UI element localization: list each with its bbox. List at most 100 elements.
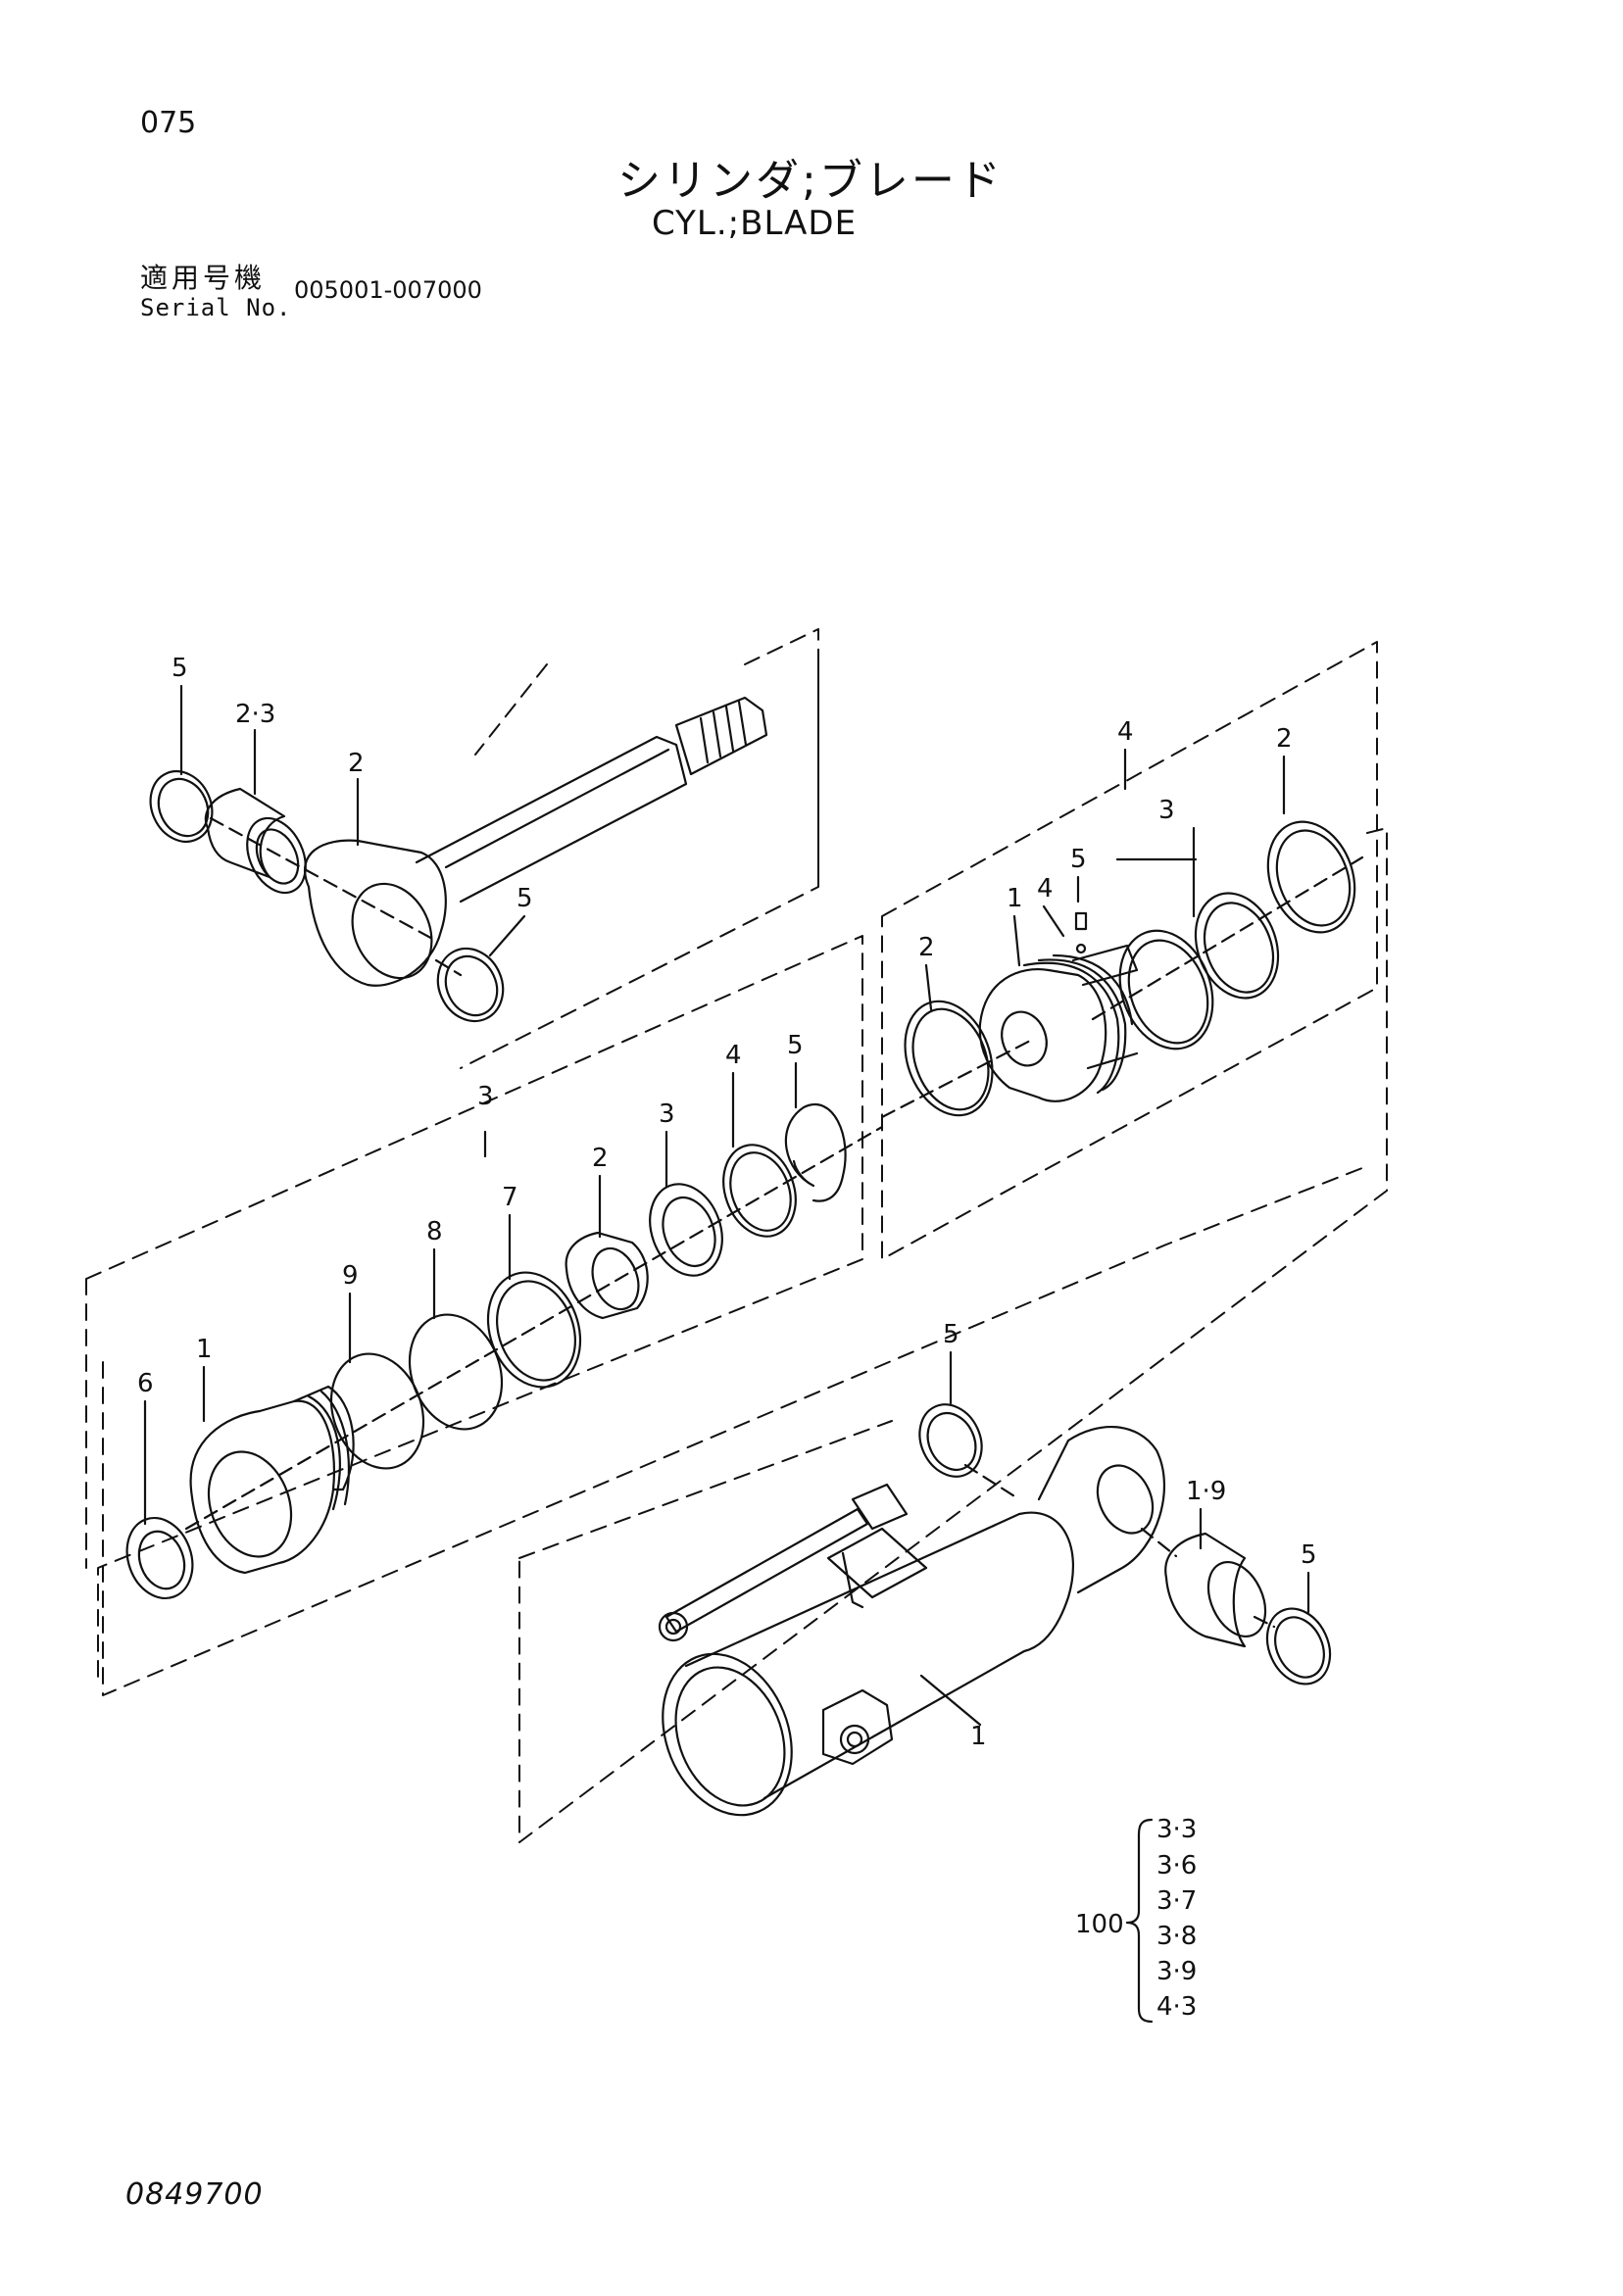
callout-piston-item-1: 1 <box>1007 884 1023 913</box>
callout-rod: 2 <box>348 749 365 778</box>
rod-bushing-end <box>246 816 307 895</box>
tube-mouth-inner <box>674 1666 786 1807</box>
head-assembly <box>125 1061 884 1600</box>
tube-pipe-port-left <box>658 1611 689 1642</box>
callout-tube-o-ring-right: 5 <box>1301 1540 1317 1570</box>
tube-pipe <box>664 1483 909 1634</box>
tube-group-outline <box>518 827 1388 1843</box>
rod-group-outline <box>460 628 819 1069</box>
rod-shaft <box>415 735 688 904</box>
head-bushing <box>565 1231 649 1320</box>
head-ring-7 <box>486 1271 582 1389</box>
callout-piston-item-5: 5 <box>1070 845 1087 874</box>
rod-shaft-line <box>444 748 670 869</box>
tube-mouth <box>662 1652 793 1817</box>
tube-centerline <box>963 1463 1276 1629</box>
rod-eye-o-ring <box>436 947 505 1023</box>
callout-head-item-3: 3 <box>659 1099 675 1129</box>
seal-kit-item: 3·7 <box>1156 1886 1197 1916</box>
callout-tube: 1 <box>970 1722 987 1751</box>
rod-o-ring <box>149 770 214 843</box>
seal-kit-item: 3·6 <box>1156 1851 1197 1881</box>
callout-rod-bushing: 2·3 <box>235 700 275 729</box>
tube-leaders <box>919 1350 1310 1727</box>
callout-rod-o-ring-top: 5 <box>172 654 188 683</box>
rod-o-ring-inner <box>157 777 210 838</box>
piston-wear-ring-right <box>1266 820 1356 934</box>
head-bushing-end <box>591 1246 640 1311</box>
rod-thread <box>674 696 768 776</box>
serial-label-english: Serial No. <box>140 294 292 321</box>
piston-assembly <box>880 748 1364 1119</box>
head-ring-7-inner <box>496 1280 576 1382</box>
tube-clevis-bore <box>1096 1464 1155 1535</box>
callout-head-item-6: 6 <box>137 1369 154 1398</box>
tube-body <box>684 1511 1075 1800</box>
piston-group-outline <box>881 641 1378 1260</box>
piston-set-screw <box>1074 911 1088 931</box>
callout-head-item-8: 8 <box>426 1217 443 1246</box>
seal-kit-brace <box>1125 1818 1154 2024</box>
piston-body <box>978 968 1107 1102</box>
tube-port-fitting <box>821 1688 894 1766</box>
piston-wear-ring-left <box>904 1000 994 1117</box>
rod-eye-o-ring-inner <box>444 954 499 1017</box>
head-gland-threads <box>292 1385 355 1511</box>
piston-wear-ring-right-inner <box>1275 829 1352 927</box>
piston-seal-3b-inner <box>1203 902 1275 994</box>
callout-head-item-5: 5 <box>787 1031 804 1060</box>
head-snap-ring <box>784 1103 847 1202</box>
callout-head-item-4: 4 <box>725 1041 742 1070</box>
callout-rod-o-ring-eye: 5 <box>516 884 533 913</box>
callout-piston-item-2-right: 2 <box>1276 724 1293 754</box>
piston-seal-3b <box>1194 892 1280 1000</box>
callout-piston-group: 4 <box>1117 717 1134 747</box>
piston-steel-ball <box>1075 943 1087 954</box>
seal-kit-item: 4·3 <box>1156 1992 1197 2022</box>
outer-group-outline <box>102 1165 1368 1696</box>
head-leaders <box>143 1061 798 1526</box>
callout-tube-o-ring-top: 5 <box>943 1320 959 1349</box>
callout-head-group: 3 <box>477 1082 494 1111</box>
seal-kit-item: 3·8 <box>1156 1922 1197 1951</box>
page-title-english: CYL.;BLADE <box>652 204 858 243</box>
seal-kit-item: 3·3 <box>1156 1815 1197 1844</box>
head-gland <box>189 1399 335 1575</box>
callout-head-item-7: 7 <box>502 1183 518 1212</box>
head-rod-seal <box>649 1183 723 1277</box>
rod-eye-bore <box>351 882 433 980</box>
piston-grooves <box>1022 953 1134 1095</box>
tube-o-ring-right-inner <box>1274 1616 1325 1679</box>
callout-head-item-1: 1 <box>196 1335 213 1364</box>
head-rod-seal-inner <box>662 1197 716 1267</box>
tube-bushing <box>1164 1532 1247 1648</box>
tube-pipe-port-left-inner <box>664 1618 682 1636</box>
rod-assembly <box>149 684 768 1023</box>
page-number: 075 <box>140 106 197 140</box>
tube-o-ring-top <box>918 1403 983 1478</box>
piston-seal-3a-inner <box>1127 939 1209 1045</box>
head-dust-seal <box>125 1516 194 1600</box>
serial-range: 005001-007000 <box>294 276 482 304</box>
head-group-outline <box>85 935 863 1686</box>
piston-bore <box>1001 1010 1048 1067</box>
seal-kit-item: 3·9 <box>1156 1957 1197 1986</box>
callout-piston-item-2-left: 2 <box>918 933 935 962</box>
dashed-group-outlines <box>85 628 1388 1843</box>
head-centerline <box>184 1125 884 1531</box>
piston-ring-teeth <box>1071 944 1139 1070</box>
head-gland-bore <box>207 1450 293 1558</box>
serial-label-japanese: 適用号機 <box>140 262 267 294</box>
callout-piston-item-3: 3 <box>1158 796 1175 825</box>
seal-kit-number: 100 <box>1075 1910 1124 1939</box>
tube-assembly <box>658 1350 1332 1817</box>
seal-kit-legend: 100 3·3 3·6 3·7 3·8 3·9 4·3 <box>1075 1815 1197 2024</box>
tube-bushing-end <box>1206 1561 1267 1637</box>
tube-pipe-bracket <box>826 1527 928 1609</box>
tube-clevis <box>1037 1425 1165 1594</box>
document-number: 0849700 <box>125 2177 264 2212</box>
piston-wear-ring-left-inner <box>911 1007 990 1111</box>
rod-centerline <box>209 816 463 977</box>
rod-bushing-end-inner <box>255 828 300 885</box>
